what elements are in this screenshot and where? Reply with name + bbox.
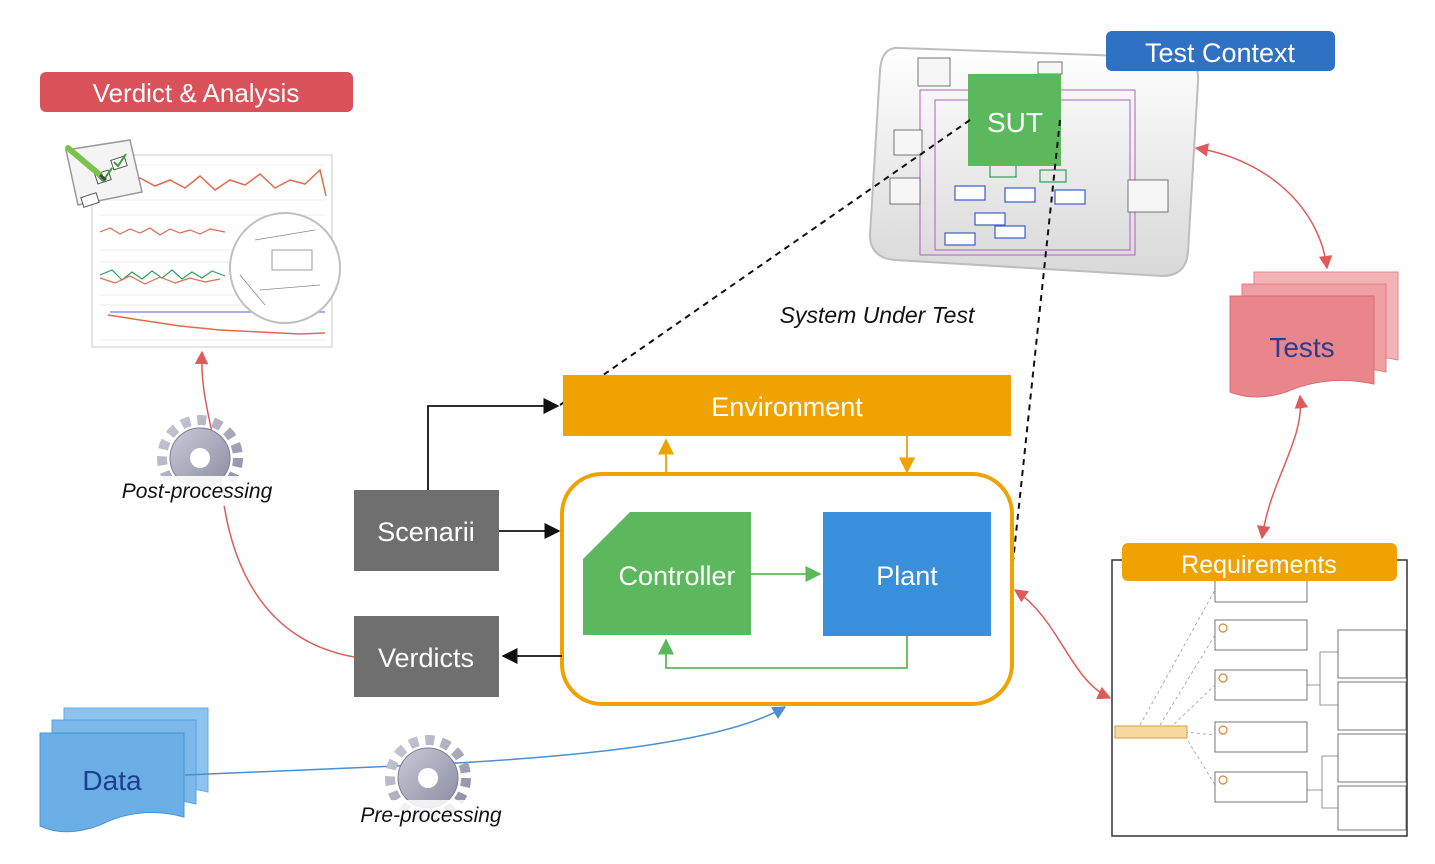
sut-label: SUT bbox=[987, 107, 1043, 138]
tests-documents: Tests bbox=[1229, 271, 1399, 398]
data-document bbox=[39, 732, 185, 833]
plant-requirements-link bbox=[1013, 589, 1112, 700]
scenarii-box bbox=[354, 490, 499, 571]
test-context-tests-link bbox=[1194, 143, 1333, 270]
requirements-document bbox=[1111, 559, 1408, 837]
requirements-header bbox=[1122, 543, 1397, 581]
plant-box bbox=[823, 512, 991, 636]
system-under-test-label: System Under Test bbox=[780, 302, 976, 328]
requirements-title: Requirements bbox=[1181, 551, 1337, 579]
test-context-title: Test Context bbox=[1145, 38, 1296, 68]
gear-icon bbox=[385, 735, 471, 821]
plant-label: Plant bbox=[876, 561, 938, 591]
scenarii-label: Scenarii bbox=[377, 517, 475, 547]
verdict-analysis-header bbox=[40, 72, 353, 112]
data-label: Data bbox=[82, 765, 142, 796]
scenarii-to-environment-arrow bbox=[427, 397, 560, 490]
analysis-plots-image bbox=[65, 139, 341, 348]
controller-label: Controller bbox=[618, 561, 735, 591]
tests-document bbox=[1229, 295, 1375, 398]
sut-projection-line-plant bbox=[1009, 119, 1061, 591]
controller-box bbox=[583, 512, 751, 635]
gear-icon bbox=[157, 415, 243, 501]
verdict-analysis-title: Verdict & Analysis bbox=[93, 78, 300, 108]
test-context-group: SUT Test Context bbox=[868, 31, 1335, 278]
pre-processing-label: Pre-processing bbox=[360, 804, 502, 827]
environment-label: Environment bbox=[711, 392, 863, 422]
requirement-root-node bbox=[1114, 725, 1188, 739]
checklist-icon bbox=[65, 139, 143, 208]
environment-box bbox=[563, 375, 1011, 436]
test-context-header bbox=[1106, 31, 1335, 71]
tests-label: Tests bbox=[1269, 332, 1334, 363]
post-processing-label: Post-processing bbox=[122, 480, 273, 503]
sut-box bbox=[968, 74, 1061, 166]
plant-to-controller-feedback-arrow bbox=[657, 636, 908, 669]
data-documents: Data bbox=[39, 707, 209, 833]
verdicts-box bbox=[354, 616, 499, 697]
verdict-analysis-group: Verdict & Analysis bbox=[40, 72, 353, 348]
data-to-system-curve bbox=[184, 706, 787, 776]
verdicts-label: Verdicts bbox=[378, 643, 474, 673]
tests-requirements-link bbox=[1256, 394, 1309, 540]
